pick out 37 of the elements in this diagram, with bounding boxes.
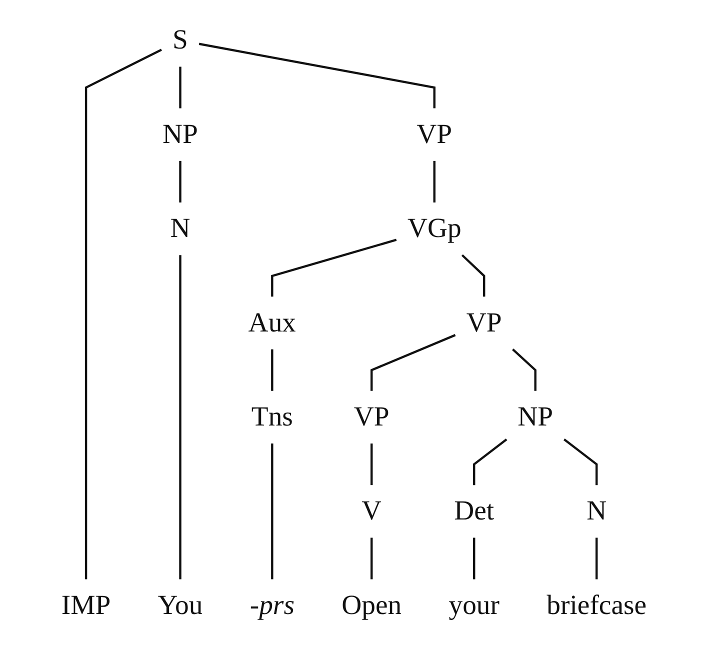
node-text: NP xyxy=(162,118,198,150)
node-text: VP xyxy=(466,307,502,338)
node-text: Aux xyxy=(248,307,296,338)
connector xyxy=(84,48,162,579)
connector xyxy=(433,160,436,202)
connector xyxy=(271,238,397,296)
connector xyxy=(179,254,182,579)
node-text: S xyxy=(172,24,188,56)
node-text: NP xyxy=(518,401,554,432)
connector xyxy=(563,438,598,485)
connector xyxy=(461,254,486,296)
connector xyxy=(198,42,436,108)
node-text: V xyxy=(362,496,382,526)
node-text: your xyxy=(448,590,500,620)
node-text: VGp xyxy=(407,213,462,244)
node-text: VP xyxy=(354,401,390,432)
connector xyxy=(512,348,536,390)
node-text: N xyxy=(170,213,190,244)
node-text: Det xyxy=(454,496,494,526)
node-text: You xyxy=(158,590,203,620)
node-text: -prs xyxy=(250,590,294,620)
node-text: VP xyxy=(416,118,452,150)
connector xyxy=(596,537,598,579)
node-text: N xyxy=(586,496,607,526)
node-text: Tns xyxy=(251,401,293,432)
connector xyxy=(179,66,182,108)
connector xyxy=(473,438,508,485)
connector xyxy=(179,160,182,202)
node-text: Open xyxy=(342,590,402,620)
node-text: IMP xyxy=(61,590,111,620)
node-text: briefcase xyxy=(546,590,647,620)
connector xyxy=(473,537,476,579)
connector xyxy=(271,443,274,579)
connector xyxy=(370,334,456,390)
connector xyxy=(370,443,373,485)
connector xyxy=(271,348,274,390)
connector xyxy=(370,537,373,579)
